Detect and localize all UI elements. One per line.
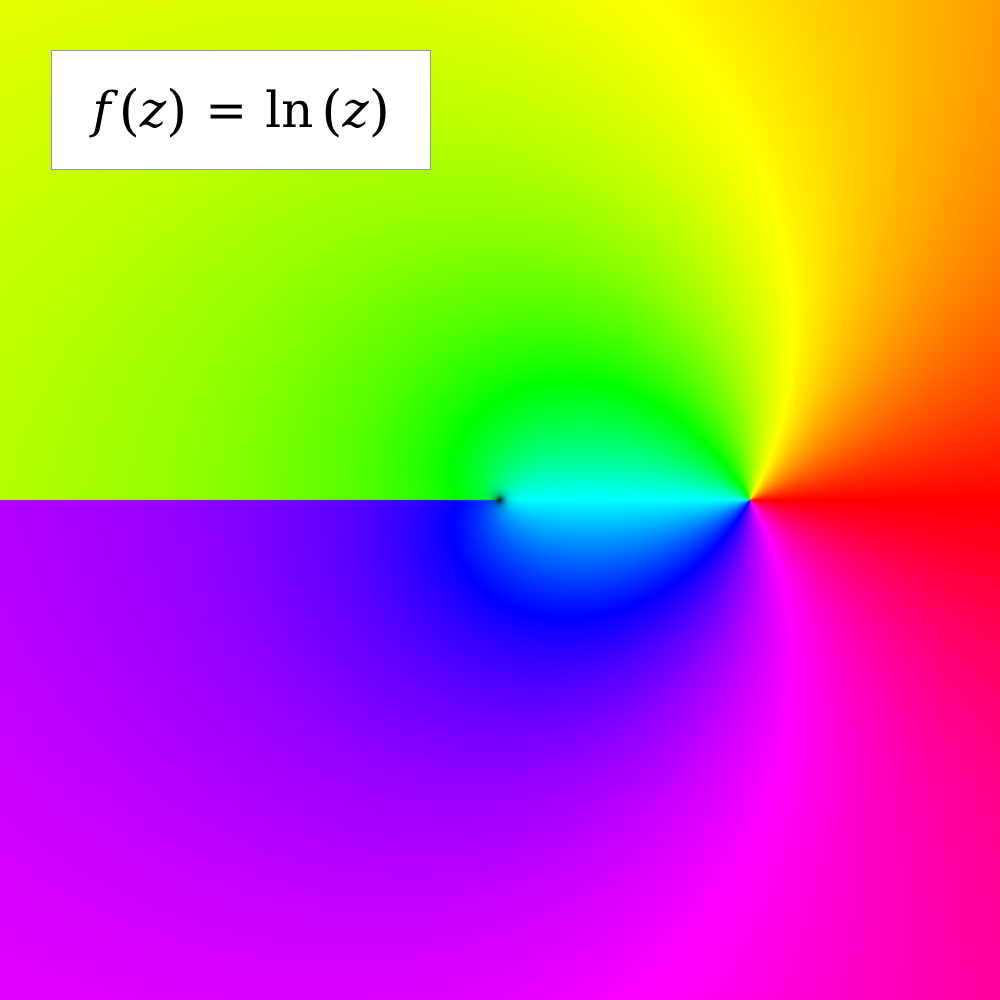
formula-function-name: f bbox=[92, 81, 111, 139]
formula-close-paren-2: ) bbox=[368, 78, 390, 142]
formula-variable-2: z bbox=[342, 81, 369, 139]
formula-variable: z bbox=[139, 81, 167, 139]
formula-equals-sign: = bbox=[205, 81, 248, 139]
formula-operator: ln bbox=[265, 81, 314, 139]
formula-open-paren: ( bbox=[118, 78, 140, 142]
formula-open-paren-2: ( bbox=[321, 78, 343, 142]
formula-close-paren: ) bbox=[166, 78, 188, 142]
formula-label: f ( z ) = ln ( z ) bbox=[51, 50, 431, 170]
